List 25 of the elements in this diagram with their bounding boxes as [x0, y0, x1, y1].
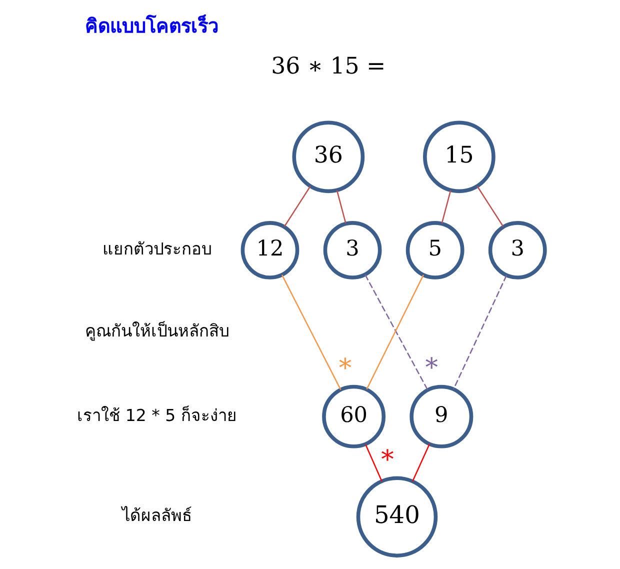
- connector: [284, 186, 311, 227]
- node-circle: 15: [423, 120, 496, 194]
- connector: [412, 444, 430, 482]
- connector: [476, 186, 504, 227]
- label: เราใช้ 12 * 5 ก็จะง่าย: [77, 406, 237, 425]
- edge-label: *: [338, 352, 352, 382]
- connector: [281, 274, 342, 390]
- node-circle: 60: [322, 384, 386, 448]
- diagram-title: คิดแบบโคตรเร็ว: [85, 15, 220, 38]
- connector: [452, 275, 508, 390]
- label: 36 ∗ 15 =: [271, 54, 386, 80]
- node-circle: 3: [323, 221, 382, 280]
- label: คูณกันให้เป็นหลักสิบ: [84, 321, 229, 340]
- label: แยกตัวประกอบ: [102, 240, 212, 259]
- connector: [365, 444, 382, 482]
- node-circle: 36: [292, 120, 365, 194]
- node-circle: 5: [406, 221, 464, 280]
- connector: [441, 190, 452, 224]
- node-circle: 9: [410, 384, 474, 448]
- label: ได้ผลลัพธ์: [122, 506, 192, 526]
- node-circle: 3: [488, 221, 547, 280]
- node-circle: 12: [240, 221, 300, 280]
- edge-label: *: [425, 352, 438, 382]
- connector: [336, 190, 346, 224]
- node-circle: 540: [356, 476, 438, 558]
